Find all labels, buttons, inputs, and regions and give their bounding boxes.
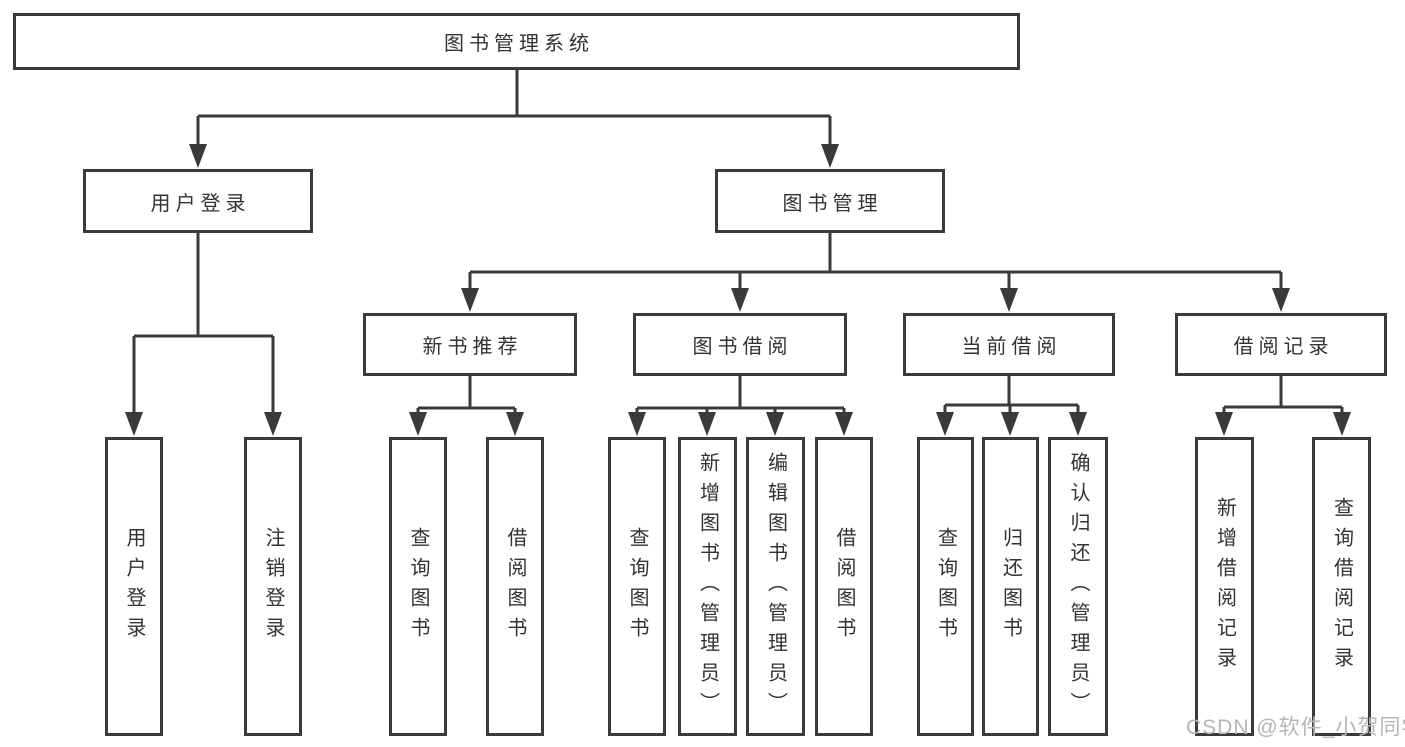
- leaf-records-add-record: 新增借阅记录: [1195, 437, 1254, 736]
- arrow-icon: [1069, 412, 1087, 436]
- leaf-label: 查询借阅记录: [1330, 496, 1353, 677]
- leaf-borrow-borrow-books: 借阅图书: [815, 437, 873, 736]
- leaf-borrow-edit-books-admin: 编辑图书（管理员）: [746, 437, 805, 736]
- arrow-icon: [628, 412, 646, 436]
- arrow-icon: [821, 144, 839, 168]
- leaf-logout: 注销登录: [244, 437, 302, 736]
- leaf-label: 查询图书: [407, 526, 429, 647]
- node-book-management: 图书管理: [715, 169, 945, 233]
- node-book-borrow: 图书借阅: [633, 313, 847, 376]
- arrow-icon: [1333, 412, 1351, 436]
- leaf-borrow-query-books: 查询图书: [608, 437, 666, 736]
- node-new-book-recommend: 新书推荐: [363, 313, 577, 376]
- leaf-records-query-record: 查询借阅记录: [1312, 437, 1371, 736]
- leaf-newbook-borrow-books: 借阅图书: [486, 437, 544, 736]
- arrow-icon: [506, 412, 524, 436]
- leaf-borrow-add-books-admin: 新增图书（管理员）: [678, 437, 737, 736]
- leaf-label: 查询图书: [626, 526, 648, 647]
- watermark: CSDN @软件_小贺同学: [1186, 716, 1405, 739]
- leaf-label: 新增借阅记录: [1213, 496, 1236, 677]
- arrow-icon: [264, 412, 282, 436]
- leaf-user-login: 用户登录: [105, 437, 163, 736]
- leaf-label: 查询图书: [934, 526, 957, 647]
- leaf-label: 编辑图书（管理员）: [764, 451, 787, 722]
- node-root-system: 图书管理系统: [13, 13, 1020, 70]
- arrow-icon: [766, 412, 784, 436]
- arrow-icon: [461, 288, 479, 312]
- leaf-current-confirm-return-admin: 确认归还（管理员）: [1048, 437, 1108, 736]
- leaf-label: 用户登录: [123, 526, 145, 647]
- arrow-icon: [1272, 288, 1290, 312]
- leaf-current-return-books: 归还图书: [982, 437, 1039, 736]
- arrow-icon: [409, 412, 427, 436]
- arrow-icon: [936, 412, 954, 436]
- leaf-label: 注销登录: [262, 526, 284, 647]
- node-user-login: 用户登录: [83, 169, 313, 233]
- leaf-label: 借阅图书: [833, 526, 855, 647]
- arrow-icon: [1215, 412, 1233, 436]
- arrow-icon: [698, 412, 716, 436]
- arrow-icon: [1000, 288, 1018, 312]
- leaf-newbook-query-books: 查询图书: [389, 437, 447, 736]
- arrow-icon: [1001, 412, 1019, 436]
- node-current-borrow: 当前借阅: [903, 313, 1115, 376]
- leaf-label: 借阅图书: [504, 526, 526, 647]
- arrow-icon: [835, 412, 853, 436]
- node-borrow-records: 借阅记录: [1175, 313, 1387, 376]
- leaf-label: 确认归还（管理员）: [1067, 451, 1089, 722]
- leaf-current-query-books: 查询图书: [917, 437, 974, 736]
- leaf-label: 归还图书: [999, 526, 1022, 647]
- arrow-icon: [189, 144, 207, 168]
- arrow-icon: [125, 412, 143, 436]
- leaf-label: 新增图书（管理员）: [696, 451, 719, 722]
- arrow-icon: [731, 288, 749, 312]
